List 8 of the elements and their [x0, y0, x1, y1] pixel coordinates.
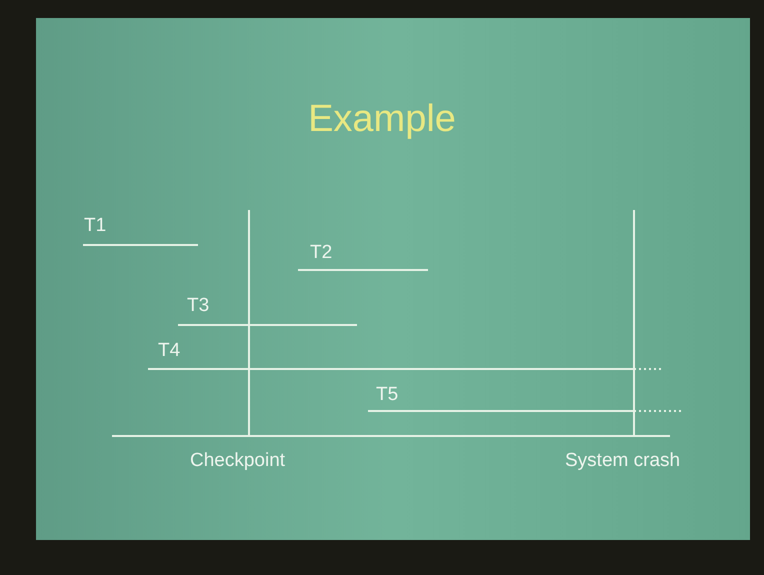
transaction-label: T1: [84, 216, 106, 235]
transaction-label: T2: [310, 243, 332, 262]
slide-title: Example: [307, 100, 457, 138]
transaction-label: T3: [187, 296, 210, 315]
checkpoint-label: Checkpoint: [190, 451, 286, 470]
crash-label: System crash: [565, 451, 680, 470]
transaction-label: T4: [158, 341, 180, 360]
transaction-label: T5: [376, 385, 398, 404]
